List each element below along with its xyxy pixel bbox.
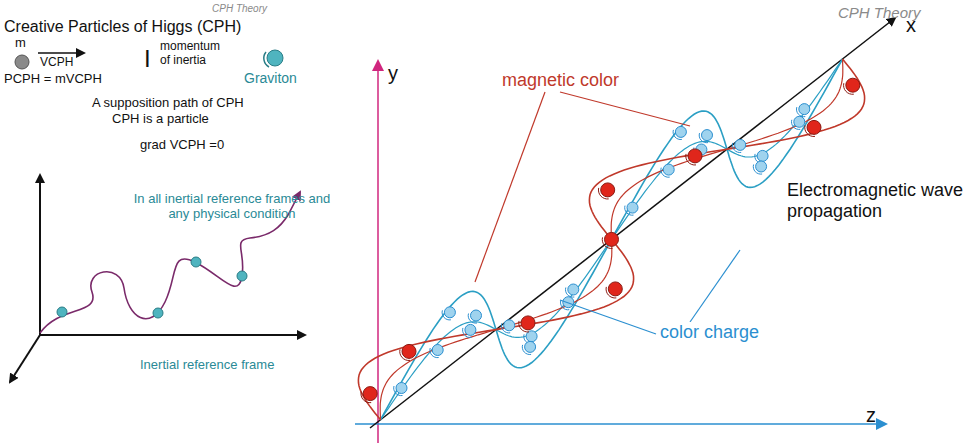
axis-label: y xyxy=(388,62,398,85)
velocity-arrow xyxy=(38,52,84,53)
axis-label: x xyxy=(906,14,916,37)
cph-particle xyxy=(15,55,29,69)
callout-label: Electromagnetic wave propagation xyxy=(785,180,967,221)
graviton-dot xyxy=(57,257,247,318)
axis-line xyxy=(39,175,41,335)
frame-label: Inertial reference frame xyxy=(140,358,274,373)
velocity-label: VCPH xyxy=(40,56,73,70)
axis-line xyxy=(10,335,40,382)
axis-label: z xyxy=(866,404,876,427)
momentum-formula: PCPH = mVCPH xyxy=(4,72,102,87)
graviton-label: Graviton xyxy=(244,70,297,86)
caption-text: CPH is a particle xyxy=(112,112,209,127)
note-text: In all inertial reference frames and any… xyxy=(132,192,332,222)
axis-line xyxy=(40,334,305,336)
y-axis xyxy=(377,62,379,443)
inertia-label: momentum of inertia xyxy=(160,40,230,68)
caption-text: A supposition path of CPH xyxy=(92,96,244,111)
wave-group xyxy=(358,59,864,420)
callout-label: magnetic color xyxy=(500,70,621,91)
watermark: CPH Theory xyxy=(212,3,267,15)
inertia-symbol: I xyxy=(144,45,151,73)
graviton-spin xyxy=(264,52,269,67)
callout-label: color charge xyxy=(658,322,761,343)
title-text: Creative Particles of Higgs (CPH) xyxy=(4,18,241,36)
leader-line xyxy=(475,92,740,334)
mass-symbol: m xyxy=(15,36,26,51)
x-axis xyxy=(370,18,895,428)
z-axis xyxy=(355,423,885,425)
formula-text: grad VCPH =0 xyxy=(140,138,224,153)
graviton-icon xyxy=(267,50,283,66)
